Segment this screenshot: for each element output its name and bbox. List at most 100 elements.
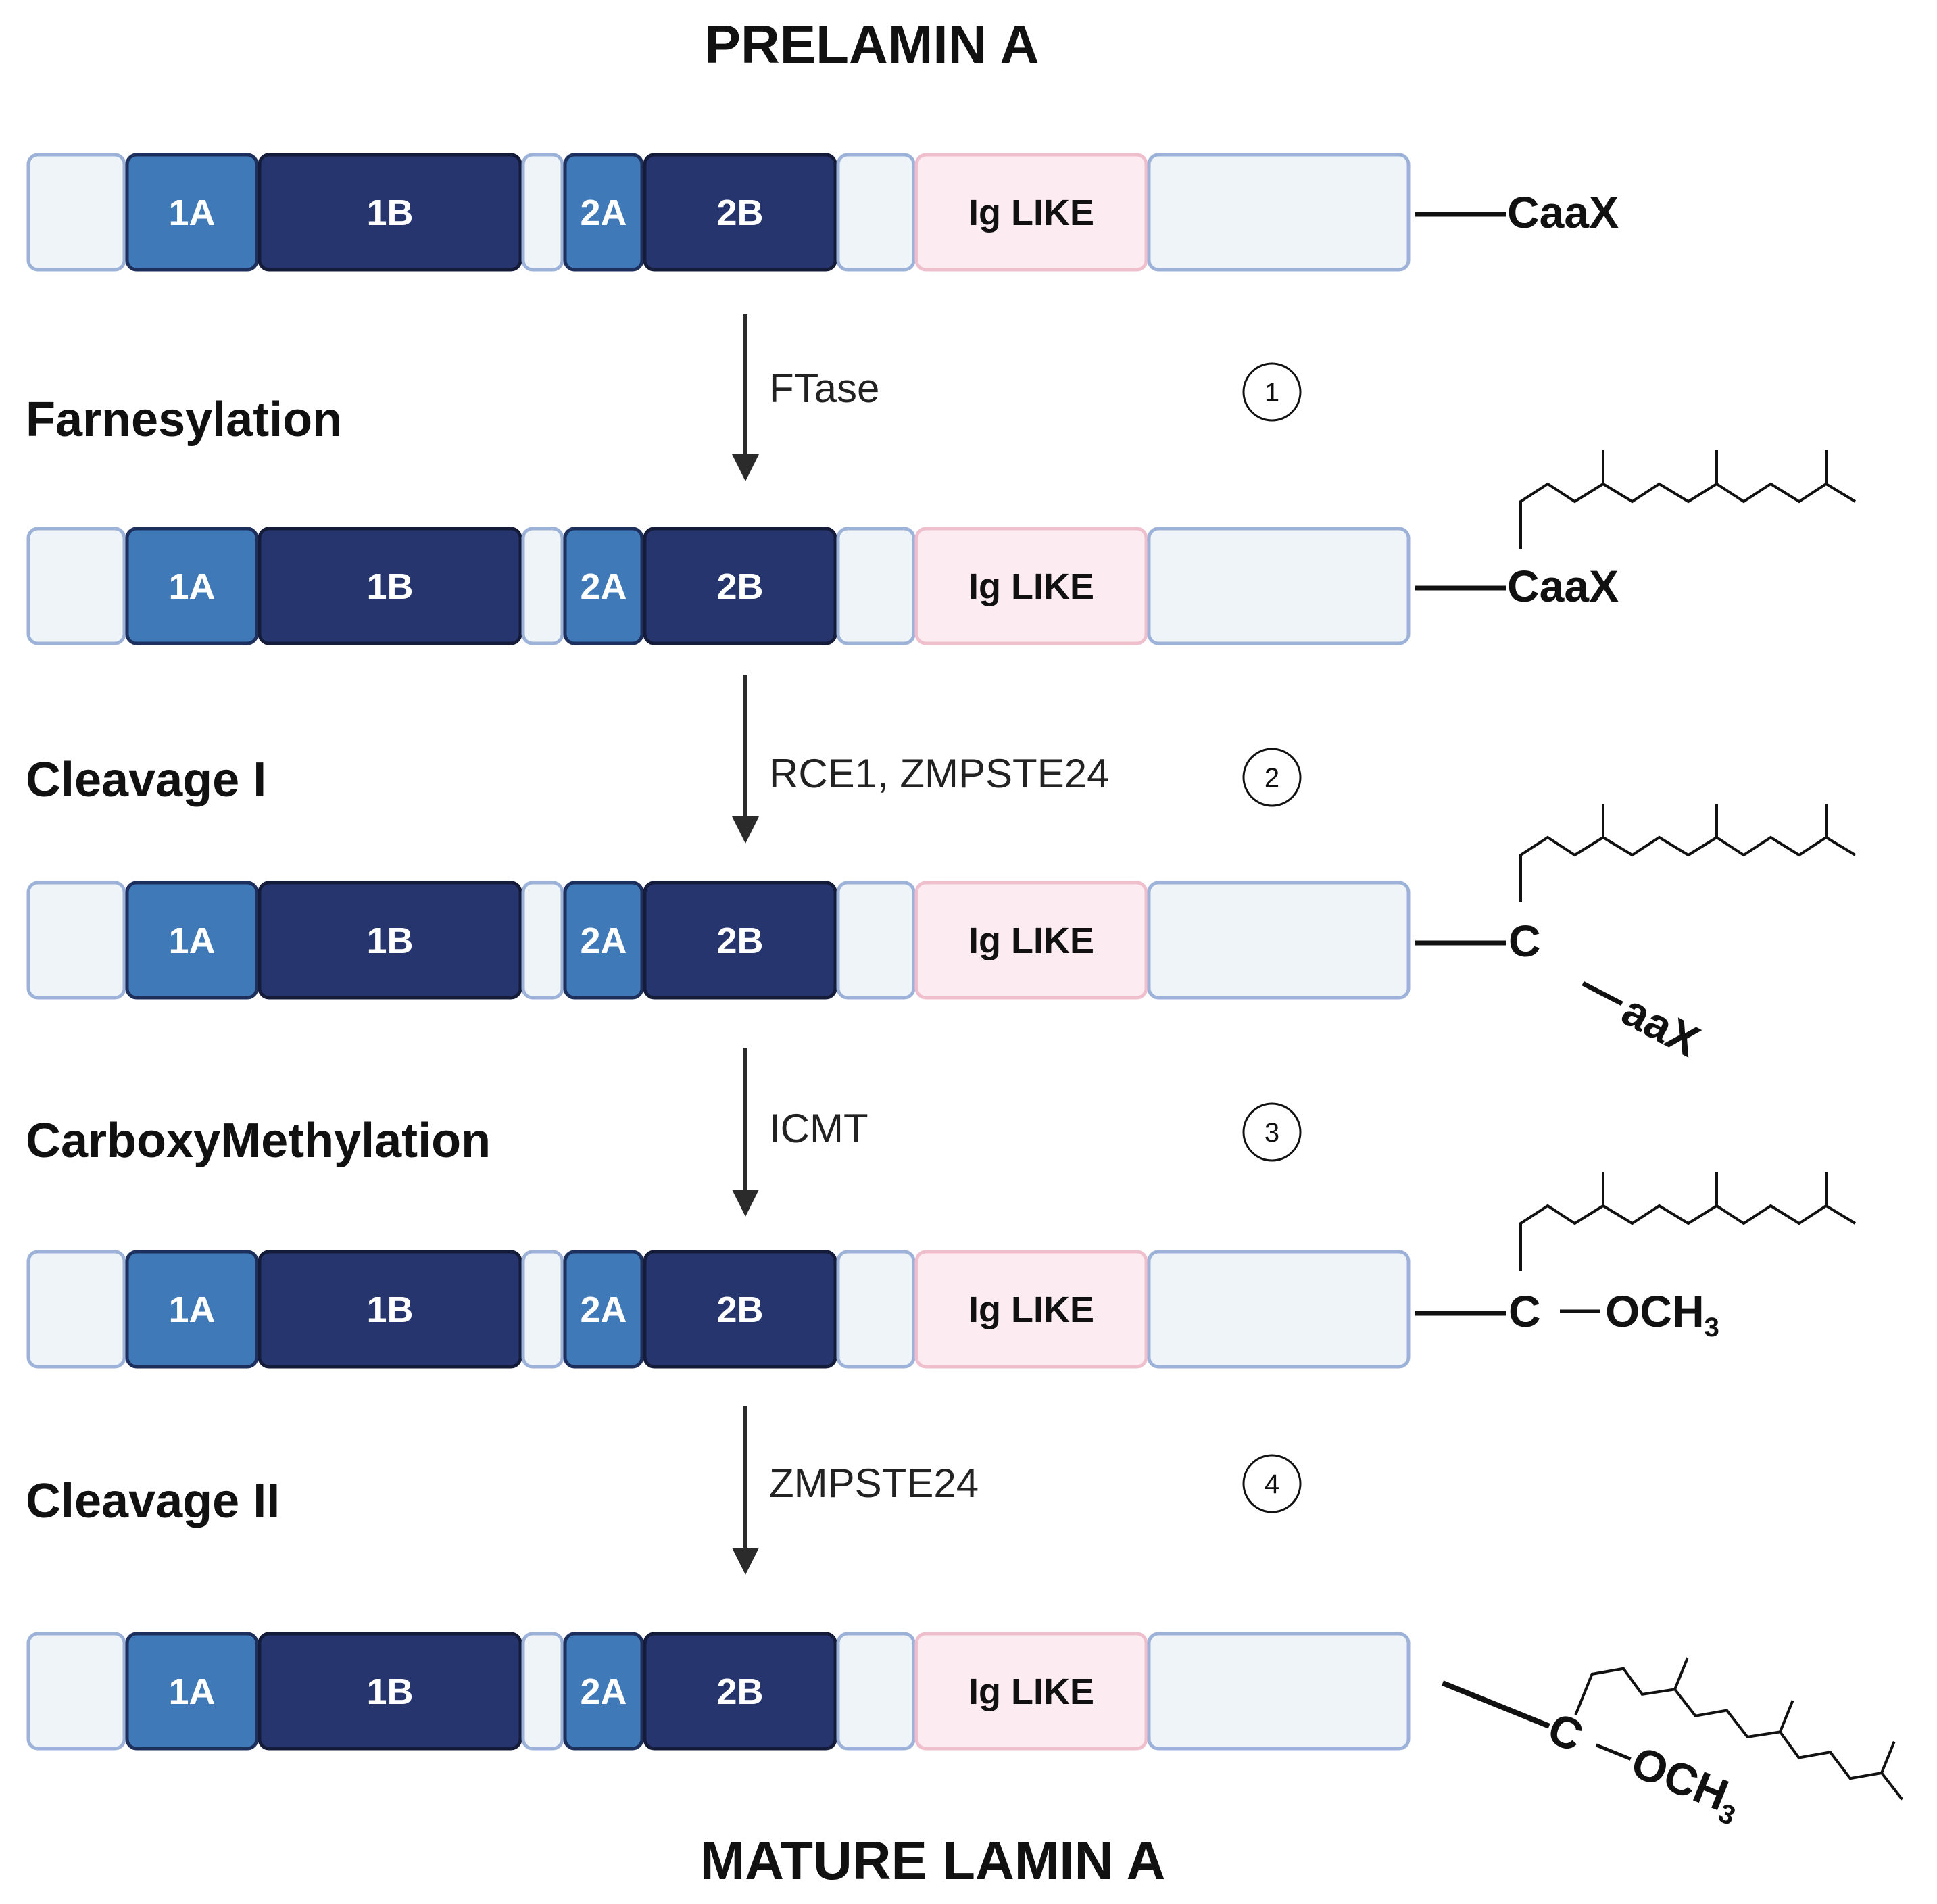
- step-4: Cleavage II ZMPSTE24 4: [26, 1406, 1302, 1575]
- step-number: 4: [1265, 1469, 1279, 1499]
- caax-label: CaaX: [1507, 187, 1619, 237]
- domain-2b: [643, 153, 837, 272]
- domain-1a: [125, 1250, 259, 1369]
- ester-bond: [1595, 1743, 1632, 1761]
- domain-label: 1B: [366, 566, 413, 607]
- linker-segment: [836, 1632, 916, 1751]
- domain-label: 1A: [168, 1290, 215, 1330]
- domain-label: 1B: [366, 1290, 413, 1330]
- c-terminal-caax-1: CaaX: [1415, 187, 1619, 237]
- enzyme-label: ICMT: [769, 1106, 868, 1151]
- linker-segment: [521, 1250, 564, 1369]
- domain-label: 1A: [168, 1671, 215, 1712]
- domain-1b: [258, 1250, 522, 1369]
- domain-label: 2B: [716, 193, 763, 233]
- domain-1b: [258, 153, 522, 272]
- domain-label: 1A: [168, 921, 215, 961]
- domain-label: 1A: [168, 193, 215, 233]
- domain-label: 2A: [580, 921, 627, 961]
- linker-segment: [1147, 881, 1411, 1000]
- linker-segment: [26, 1250, 126, 1369]
- c-label: C: [1542, 1703, 1590, 1761]
- domain-2a: [563, 1632, 644, 1751]
- domain-1b: [258, 881, 522, 1000]
- domain-label: Ig LIKE: [968, 1671, 1094, 1712]
- c-terminal-farnesyl-caax: CaaX: [1415, 450, 1857, 611]
- c-terminal-cleaved: C aaX: [1415, 804, 1857, 1066]
- c-terminal-methylated: C OCH3: [1415, 1172, 1857, 1342]
- domain-2a: [563, 1250, 644, 1369]
- domain-label: 2A: [580, 566, 627, 607]
- domain-2a: [563, 527, 644, 645]
- linker-segment: [26, 527, 126, 645]
- methyl-branch: [1673, 1657, 1689, 1690]
- domain-2b: [643, 1632, 837, 1751]
- och-label: OCH3: [1622, 1736, 1749, 1831]
- domain-ig-like: [914, 153, 1148, 272]
- arrowhead-icon: [732, 1548, 759, 1575]
- methyl-branch: [1880, 1740, 1896, 1774]
- linker-segment: [521, 881, 564, 1000]
- enzyme-label: RCE1, ZMPSTE24: [769, 751, 1109, 796]
- c-label: C: [1509, 916, 1541, 966]
- linker-segment: [1147, 1632, 1411, 1751]
- step-1: Farnesylation FTase 1: [26, 314, 1302, 481]
- step-number: 2: [1265, 763, 1279, 793]
- arrowhead-icon: [732, 816, 759, 844]
- step-number: 1: [1265, 378, 1279, 408]
- och-label: OCH3: [1605, 1286, 1719, 1342]
- bottom-title: MATURE LAMIN A: [700, 1830, 1166, 1890]
- linker-segment: [26, 1632, 126, 1751]
- domain-1a: [125, 527, 259, 645]
- step-name: Farnesylation: [26, 393, 342, 447]
- enzyme-label: ZMPSTE24: [769, 1461, 979, 1506]
- linker-segment: [521, 1632, 564, 1751]
- linker-segment: [836, 881, 916, 1000]
- domain-label: Ig LIKE: [968, 566, 1094, 607]
- domain-label: 2B: [716, 921, 763, 961]
- farnesyl-chain-icon: [1519, 1204, 1857, 1271]
- domain-label: 2A: [580, 1290, 627, 1330]
- linker-segment: [26, 881, 126, 1000]
- released-bond: [1582, 981, 1623, 1006]
- domain-1a: [125, 881, 259, 1000]
- domain-label: 2A: [580, 1671, 627, 1712]
- domain-ig-like: [914, 1632, 1148, 1751]
- step-number-circle: [1242, 1102, 1302, 1162]
- step-number-circle: [1242, 362, 1302, 422]
- linker-segment: [1147, 1250, 1411, 1369]
- domain-label: Ig LIKE: [968, 921, 1094, 961]
- step-name: CarboxyMethylation: [26, 1114, 491, 1168]
- top-title: PRELAMIN A: [705, 14, 1039, 74]
- linker-segment: [836, 527, 916, 645]
- step-number-circle: [1242, 748, 1302, 807]
- aax-label: aaX: [1614, 985, 1707, 1066]
- linker-segment: [521, 527, 564, 645]
- domain-label: 1B: [366, 193, 413, 233]
- farnesyl-chain-icon: [1519, 835, 1857, 902]
- domain-label: 1B: [366, 921, 413, 961]
- protein-bar-3: 1A 1B 2A 2B Ig LIKE: [26, 881, 1411, 1000]
- domain-1a: [125, 153, 259, 272]
- linker-segment: [836, 1250, 916, 1369]
- linker-segment: [1147, 153, 1411, 272]
- methyl-branch: [1778, 1700, 1794, 1733]
- linker-segment: [26, 153, 126, 272]
- domain-label: Ig LIKE: [968, 193, 1094, 233]
- domain-label: 1A: [168, 566, 215, 607]
- step-name: Cleavage I: [26, 753, 266, 807]
- step-number-circle: [1242, 1454, 1302, 1513]
- step-2: Cleavage I RCE1, ZMPSTE24 2: [26, 675, 1302, 844]
- domain-2b: [643, 1250, 837, 1369]
- domain-1a: [125, 1632, 259, 1751]
- domain-label: 2B: [716, 1290, 763, 1330]
- enzyme-label: FTase: [769, 366, 879, 411]
- c-label: C: [1509, 1286, 1541, 1336]
- linker-segment: [521, 153, 564, 272]
- caax-label: CaaX: [1507, 561, 1619, 611]
- domain-2b: [643, 527, 837, 645]
- step-number: 3: [1265, 1118, 1279, 1148]
